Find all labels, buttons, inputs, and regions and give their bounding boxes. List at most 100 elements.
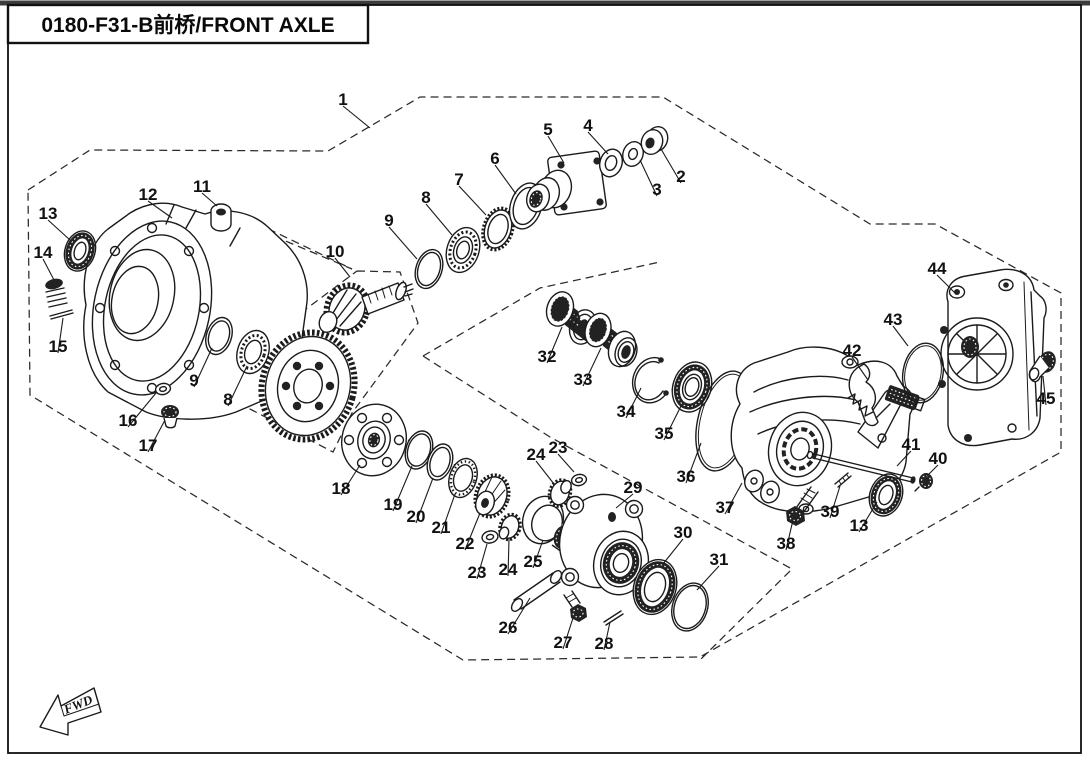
part-24-pinion-gear-upper bbox=[547, 478, 573, 508]
part-label-17-16: 17 bbox=[139, 436, 158, 455]
boundary-central_top bbox=[422, 261, 661, 357]
part-label-31-31: 31 bbox=[710, 550, 729, 569]
part-40-screw bbox=[914, 473, 933, 492]
part-label-27-33: 27 bbox=[554, 633, 573, 652]
fwd-arrow: FWD bbox=[39, 687, 102, 736]
part-20-ring bbox=[426, 443, 454, 481]
leader-line-8-7 bbox=[425, 203, 453, 236]
part-label-37-40: 37 bbox=[716, 498, 735, 517]
part-label-2-1: 2 bbox=[676, 167, 685, 186]
leader-line-3-2 bbox=[639, 159, 658, 197]
leader-line-38-41 bbox=[785, 519, 794, 551]
part-label-33-36: 33 bbox=[574, 370, 593, 389]
part-24-pinion-gear-lower bbox=[498, 512, 522, 542]
part-label-36-39: 36 bbox=[677, 467, 696, 486]
leader-line-11-10 bbox=[201, 192, 218, 207]
part-label-23-24: 23 bbox=[468, 563, 487, 582]
title-block: 0180-F31-B前桥/FRONT AXLE bbox=[6, 3, 370, 45]
part-label-38-41: 38 bbox=[777, 534, 796, 553]
boundary-outer bbox=[27, 96, 1062, 661]
part-label-45-49: 45 bbox=[1037, 389, 1056, 408]
leader-line-12-11 bbox=[147, 200, 173, 219]
part-21-thrust-plate bbox=[448, 457, 478, 499]
part-31-oring bbox=[671, 582, 709, 632]
part-2-nut bbox=[640, 125, 669, 156]
part-9-shim-top bbox=[414, 248, 444, 290]
part-19-shim bbox=[404, 430, 434, 470]
leader-line-26-32 bbox=[507, 597, 531, 635]
part-39-dowel-pin bbox=[834, 472, 852, 488]
leader-line-23-24 bbox=[476, 543, 488, 580]
part-13-seal-right bbox=[868, 473, 904, 517]
leader-line-36-39 bbox=[685, 442, 702, 484]
leader-line-18-19 bbox=[340, 464, 361, 496]
part-label-41-45: 41 bbox=[902, 435, 921, 454]
leader-line-33-36 bbox=[582, 347, 602, 387]
leader-line-9-8 bbox=[388, 226, 418, 260]
leader-line-44-48 bbox=[936, 274, 957, 295]
part-label-8-18: 8 bbox=[223, 390, 232, 409]
part-10-pinion-gearset bbox=[258, 281, 414, 443]
leader-line-32-35 bbox=[546, 326, 563, 364]
part-label-29-29: 29 bbox=[624, 478, 643, 497]
leader-line-20-21 bbox=[415, 477, 434, 524]
part-label-11-10: 11 bbox=[193, 177, 211, 196]
leader-line-13-43 bbox=[858, 501, 878, 533]
part-label-26-32: 26 bbox=[499, 618, 518, 637]
part-30-seal bbox=[632, 558, 678, 616]
part-label-13-12: 13 bbox=[39, 204, 58, 223]
leader-line-8-18 bbox=[227, 365, 248, 407]
part-4-washer bbox=[598, 148, 624, 178]
part-33-spline-sleeve bbox=[584, 312, 638, 368]
leader-line-31-31 bbox=[696, 565, 720, 591]
part-label-9-8: 9 bbox=[384, 211, 393, 230]
leader-line-39-42 bbox=[829, 485, 841, 519]
part-label-39-42: 39 bbox=[821, 502, 840, 521]
part-label-8-7: 8 bbox=[421, 188, 430, 207]
part-label-6-5: 6 bbox=[490, 149, 499, 168]
leader-line-1-0 bbox=[342, 105, 371, 129]
part-28-roll-pin bbox=[603, 610, 624, 626]
leader-line-17-16 bbox=[147, 419, 166, 453]
part-label-20-21: 20 bbox=[407, 507, 426, 526]
part-26-shaft-pin bbox=[510, 570, 563, 612]
part-13-seal-left bbox=[63, 230, 97, 272]
part-label-13-43: 13 bbox=[850, 516, 869, 535]
part-8-bearing-left bbox=[236, 329, 270, 375]
leader-line-6-5 bbox=[494, 164, 517, 195]
leader-line-24-25 bbox=[507, 538, 510, 577]
part-29-output-hub bbox=[558, 493, 650, 596]
part-43-oring bbox=[901, 342, 945, 404]
part-7-locknut bbox=[481, 206, 515, 252]
part-34-snap-ring bbox=[631, 356, 669, 404]
part-44-actuator bbox=[938, 268, 1047, 447]
part-label-15-14: 15 bbox=[49, 337, 68, 356]
part-label-14-13: 14 bbox=[34, 243, 53, 262]
part-17-plug bbox=[161, 405, 179, 429]
part-14-spring bbox=[45, 278, 68, 308]
part-label-30-30: 30 bbox=[674, 523, 693, 542]
leader-line-40-44 bbox=[926, 464, 939, 477]
part-27-bolt bbox=[563, 590, 587, 622]
leader-line-30-30 bbox=[662, 538, 684, 565]
part-label-35-38: 35 bbox=[655, 424, 674, 443]
part-38-bolt bbox=[786, 486, 819, 526]
leader-line-4-3 bbox=[587, 131, 609, 155]
part-label-1-0: 1 bbox=[338, 90, 347, 109]
part-label-34-37: 34 bbox=[617, 402, 636, 421]
part-label-3-2: 3 bbox=[652, 180, 661, 199]
part-label-44-48: 44 bbox=[928, 259, 947, 278]
leader-line-45-49 bbox=[1042, 375, 1047, 406]
part-label-42-46: 42 bbox=[843, 341, 862, 360]
leader-line-43-47 bbox=[892, 325, 909, 347]
leader-line-2-1 bbox=[660, 148, 682, 184]
part-label-25-26: 25 bbox=[524, 552, 543, 571]
leader-line-42-46 bbox=[851, 356, 869, 381]
leader-line-35-38 bbox=[663, 405, 682, 441]
part-9-shim-left bbox=[205, 316, 233, 356]
leader-line-5-4 bbox=[547, 135, 565, 164]
part-label-10-9: 10 bbox=[326, 242, 345, 261]
part-label-19-20: 19 bbox=[384, 495, 403, 514]
